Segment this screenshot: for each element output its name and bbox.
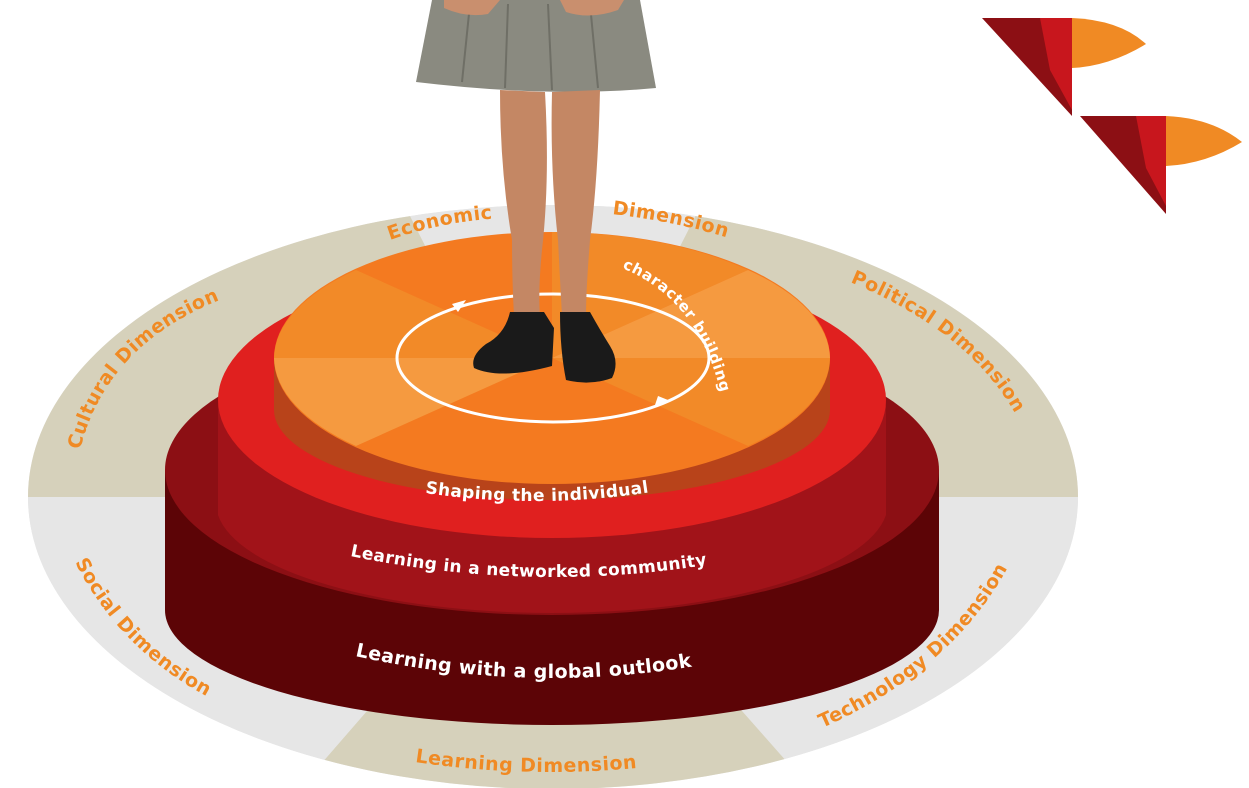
logo-shape — [1072, 18, 1146, 68]
right-shoe — [560, 312, 616, 383]
tier-top-wedge — [274, 270, 552, 358]
character-building-cycle — [395, 292, 711, 424]
logo-shape — [1040, 18, 1072, 110]
skirt — [416, 0, 656, 92]
hand — [560, 0, 624, 16]
tier-top-wedge — [552, 270, 830, 358]
logo-shape — [1136, 116, 1166, 206]
tier-top-wedge — [274, 358, 552, 446]
left-shoe — [473, 312, 554, 374]
hand — [444, 0, 500, 16]
brand-logo — [982, 18, 1242, 214]
tier-top-wedge — [552, 358, 830, 446]
cycle-arrow-icon — [452, 300, 466, 312]
cycle-arrow-icon — [654, 396, 668, 408]
logo-shape — [1166, 116, 1242, 166]
student-figure — [416, 0, 656, 383]
skirt-pleats — [461, 3, 599, 91]
left-leg — [500, 90, 547, 316]
right-leg — [551, 90, 600, 316]
tier-top-wedge — [552, 232, 748, 358]
